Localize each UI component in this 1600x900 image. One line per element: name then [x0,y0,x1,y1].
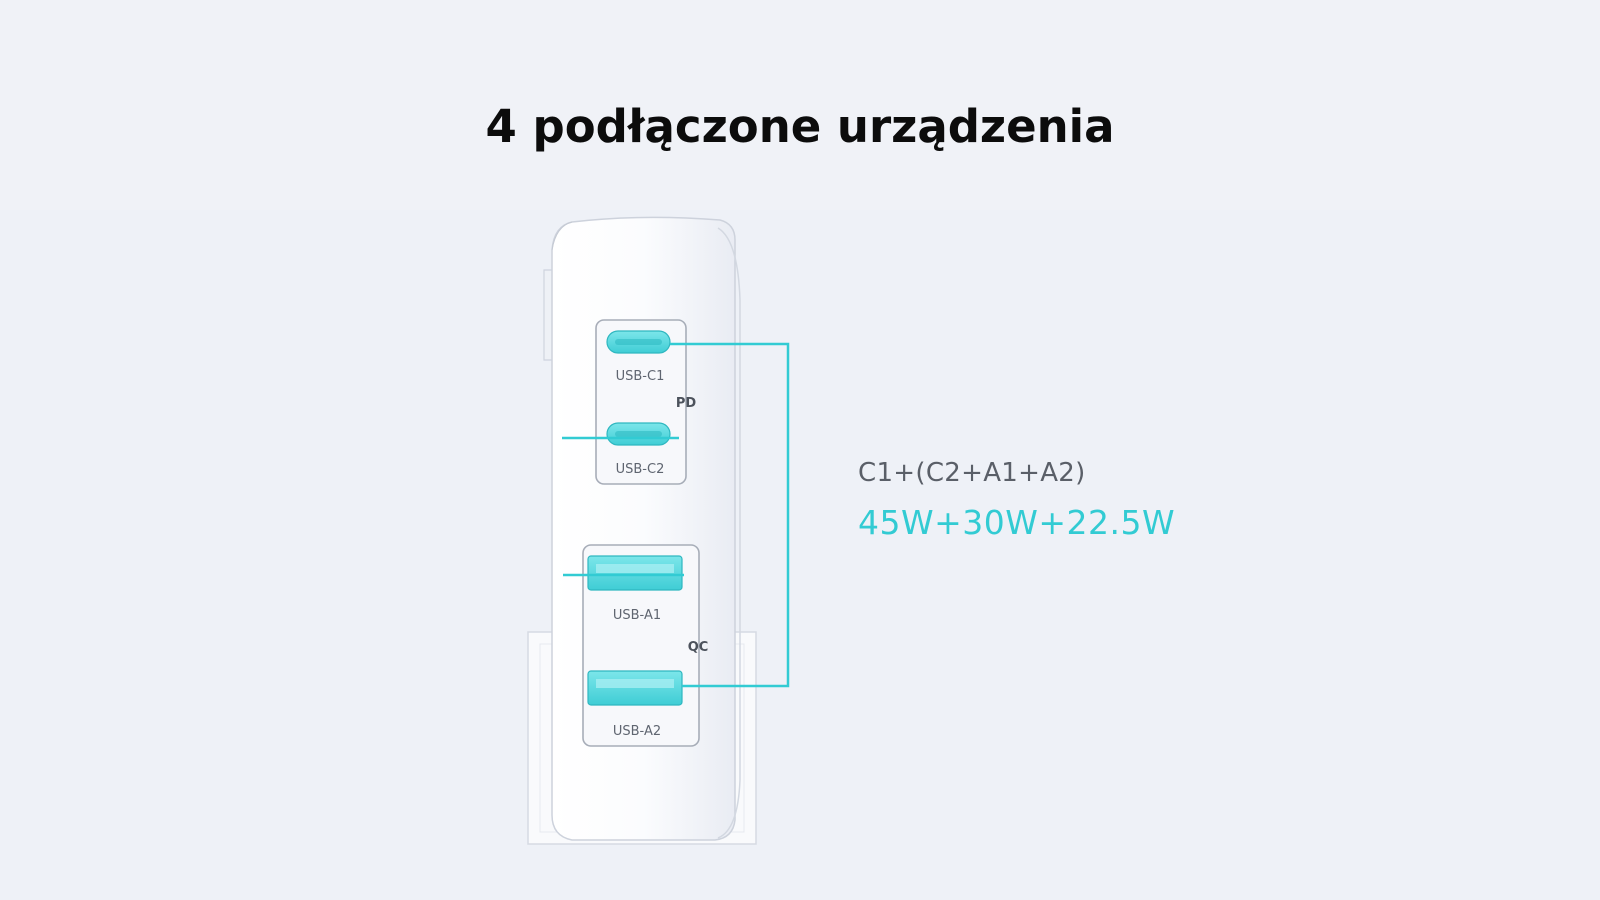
page-title: 4 podłączone urządzenia [485,100,1115,154]
usb-c1-port [606,330,671,354]
usb-c1-label: USB-C1 [616,369,665,384]
power-output-label: 45W+30W+22.5W [858,503,1176,542]
connection-lines [562,342,790,688]
port-combination-label: C1+(C2+A1+A2) [858,458,1086,488]
pd-group-label: PD [676,396,697,411]
usb-a2-port [587,670,683,706]
usb-c2-port [606,422,671,446]
usb-c2-label: USB-C2 [616,462,665,477]
backdrop [0,210,1600,900]
usb-a1-label: USB-A1 [613,608,661,623]
qc-group-label: QC [688,640,709,655]
usb-a1-port [587,555,683,591]
usb-a2-label: USB-A2 [613,724,661,739]
